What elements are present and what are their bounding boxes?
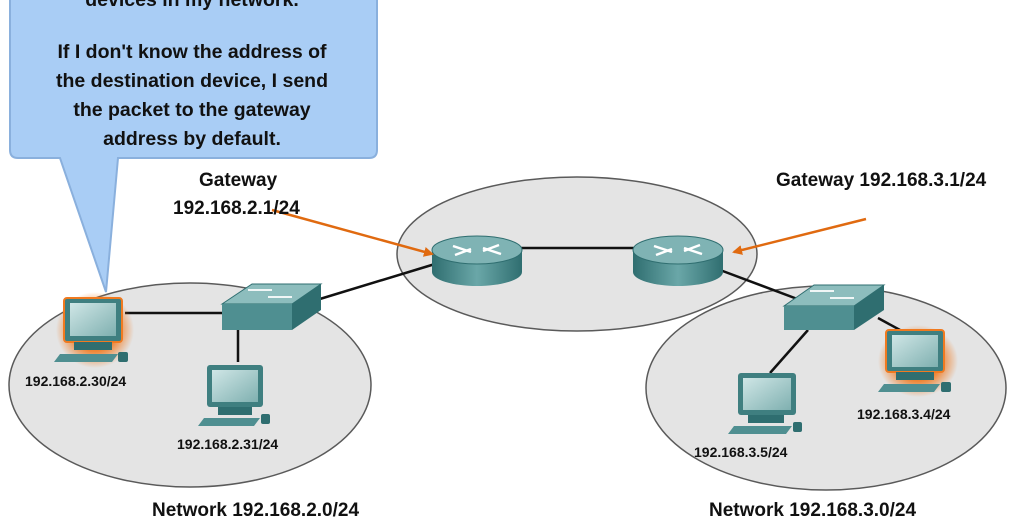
host-label-right-bottom: 192.168.3.5/24 <box>694 444 788 460</box>
callout-partial-line: devices in my network. <box>85 0 299 11</box>
callout-line-2: the destination device, I send <box>56 70 328 92</box>
pc-right-top <box>878 325 958 397</box>
gateway-right-arrow <box>732 217 867 255</box>
callout-line-1: If I don't know the address of <box>57 41 327 63</box>
router-left <box>431 235 523 286</box>
callout-line-4: address by default. <box>103 128 281 150</box>
router-arrows-icon <box>653 243 703 257</box>
callout-line-3: the packet to the gateway <box>73 99 311 121</box>
switch-left <box>220 283 323 330</box>
pc-left-top <box>54 292 134 368</box>
router-arrows-icon <box>452 243 502 257</box>
host-label-left-bottom: 192.168.2.31/24 <box>177 436 279 452</box>
router-right <box>632 235 724 286</box>
gateway-left-label: Gateway <box>199 170 278 191</box>
pc-left-bottom <box>198 365 270 426</box>
gateway-left-arrow <box>271 208 434 257</box>
pc-right-bottom <box>728 373 802 434</box>
gateway-left-address: 192.168.2.1/24 <box>173 198 300 219</box>
host-label-right-top: 192.168.3.4/24 <box>857 406 951 422</box>
network-right-label: Network 192.168.3.0/24 <box>709 500 917 521</box>
callout-bubble <box>9 0 378 293</box>
links <box>125 246 901 374</box>
network-left-label: Network 192.168.2.0/24 <box>152 500 360 521</box>
host-label-left-top: 192.168.2.30/24 <box>25 373 127 389</box>
gateway-right-label: Gateway 192.168.3.1/24 <box>776 170 987 191</box>
switch-right <box>782 284 886 330</box>
router-backbone-area <box>396 176 758 332</box>
